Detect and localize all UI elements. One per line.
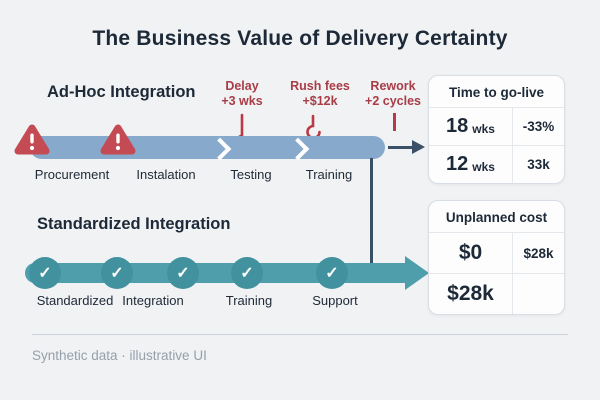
warning-icon	[14, 124, 50, 155]
adhoc-timeline-bar	[30, 136, 385, 159]
metric-aside: $28k	[523, 245, 554, 261]
metric-value: $0	[458, 241, 483, 264]
annotation-value: +2 cycles	[365, 94, 421, 108]
rush-fees-hook-icon	[306, 114, 321, 140]
arrow-right-icon	[405, 256, 429, 290]
metric-value: 18	[446, 115, 469, 137]
time-to-golive-card: Time to go-live 18 wks -33% 12 wks 33k	[428, 75, 565, 184]
stage-label: Training	[305, 167, 353, 182]
metric-value-cell: 12 wks	[429, 146, 513, 183]
connector-line	[370, 158, 373, 265]
metric-aside: 33k	[527, 157, 550, 172]
check-icon: ✓	[167, 257, 199, 289]
standardized-section-heading: Standardized Integration	[37, 215, 231, 233]
metric-unit: wks	[472, 121, 495, 136]
stage-label: Testing	[230, 167, 272, 182]
page-title: The Business Value of Delivery Certainty	[92, 27, 508, 50]
card-row: 12 wks 33k	[429, 145, 564, 183]
metric-value-cell: $28k	[429, 274, 513, 314]
annotation-value: +$12k	[302, 94, 338, 108]
card-title: Unplanned cost	[429, 201, 564, 233]
stage-label: Support	[312, 293, 358, 308]
annotation-delay: Delay +3 wks	[194, 79, 290, 109]
unplanned-cost-card: Unplanned cost $0 $28k $28k	[428, 200, 565, 315]
check-icon: ✓	[231, 257, 263, 289]
footer-note: Synthetic data · illustrative UI	[32, 348, 207, 363]
annotation-rush-fees: Rush fees +$12k	[272, 79, 368, 109]
adhoc-result-arrow	[388, 146, 414, 149]
card-title: Time to go-live	[429, 76, 564, 108]
card-row: $0 $28k	[429, 233, 564, 273]
metric-value: 12	[446, 153, 469, 175]
card-row: $28k	[429, 273, 564, 314]
annotation-rework: Rework +2 cycles	[345, 79, 441, 109]
stage-label: Instalation	[136, 167, 196, 182]
stage-label: Training	[225, 293, 273, 308]
rework-tick-icon	[393, 113, 396, 131]
metric-value-cell: 18 wks	[429, 108, 513, 145]
stage-label: Procurement	[34, 167, 110, 182]
card-row: 18 wks -33%	[429, 108, 564, 145]
check-icon: ✓	[29, 257, 61, 289]
adhoc-section-heading: Ad-Hoc Integration	[47, 83, 196, 101]
metric-value: $28k	[447, 282, 494, 305]
stage-label: Integration	[122, 293, 184, 308]
arrow-right-icon	[412, 140, 425, 154]
metric-unit: wks	[472, 159, 495, 174]
annotation-value: +3 wks	[221, 94, 263, 108]
annotation-label: Rush fees	[290, 79, 350, 93]
check-icon: ✓	[316, 257, 348, 289]
standardized-timeline-bar	[25, 263, 406, 283]
metric-aside	[513, 274, 564, 314]
metric-value-cell: $0	[429, 233, 513, 273]
annotation-label: Rework	[370, 79, 416, 93]
annotation-label: Delay	[225, 79, 259, 93]
warning-icon	[100, 124, 136, 155]
footer-divider	[32, 334, 568, 335]
stage-label: Standardized	[36, 293, 114, 308]
check-icon: ✓	[101, 257, 133, 289]
metric-aside: -33%	[522, 119, 555, 134]
